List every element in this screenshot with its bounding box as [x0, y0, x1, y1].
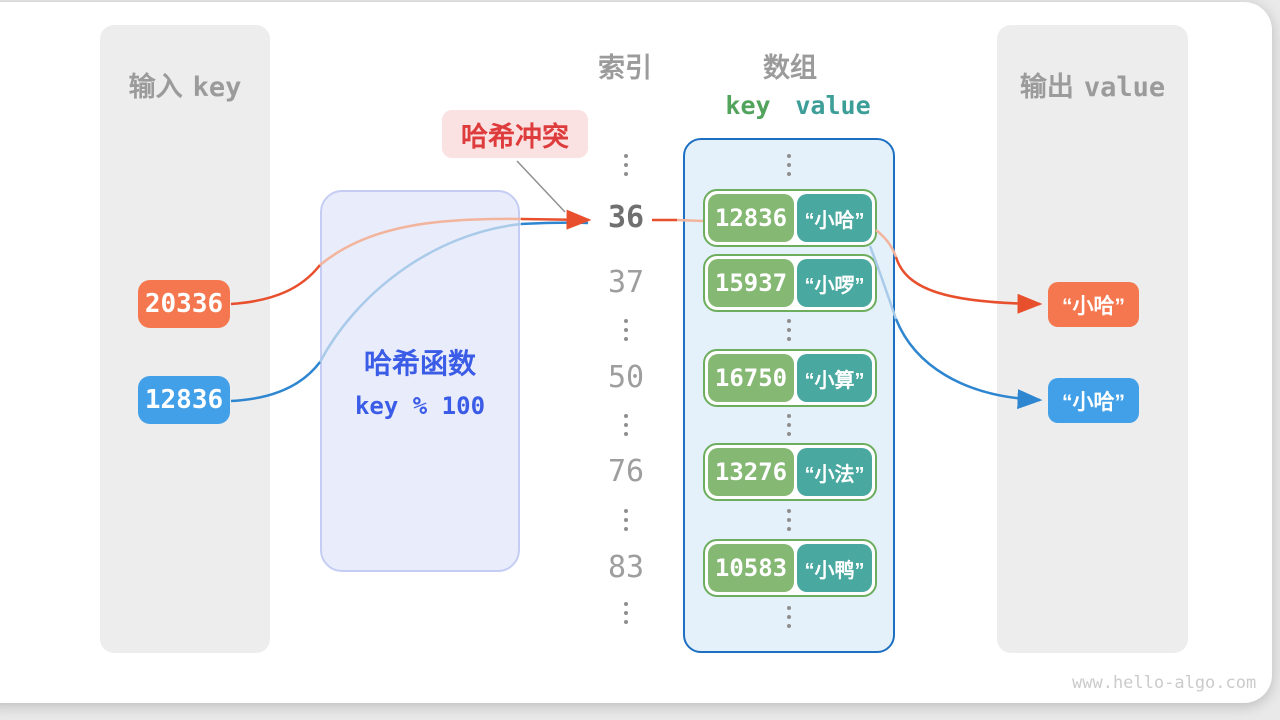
- output-value-panel: 输出 value: [997, 25, 1188, 653]
- pair-value: “小啰”: [797, 259, 872, 307]
- array-value-header: value: [795, 91, 871, 120]
- index-37: 37: [607, 265, 645, 300]
- index-ellipsis: [606, 507, 646, 533]
- array-column-title: 数组: [763, 53, 817, 83]
- array-ellipsis: [769, 317, 809, 343]
- pair-key: 16750: [708, 354, 794, 402]
- array-ellipsis: [769, 604, 809, 630]
- input-panel-title-zh: 输入: [128, 72, 183, 102]
- index-50: 50: [607, 360, 645, 395]
- array-pair-12836: 12836 “小哈”: [703, 189, 877, 247]
- index-36: 36: [607, 200, 645, 235]
- hash-collision-label: 哈希冲突: [442, 110, 588, 158]
- index-column-title: 索引: [598, 53, 652, 83]
- index-ellipsis: [606, 412, 646, 438]
- output-value-orange: “小哈”: [1048, 282, 1139, 327]
- pair-key: 13276: [708, 448, 794, 496]
- index-83: 83: [607, 550, 645, 585]
- output-panel-title-en: value: [1083, 72, 1166, 103]
- array-pair-15937: 15937 “小啰”: [703, 254, 877, 312]
- index-76: 76: [607, 454, 645, 489]
- input-key-12836: 12836: [138, 376, 230, 424]
- array-ellipsis: [769, 152, 809, 178]
- pair-value: “小法”: [797, 448, 872, 496]
- index-ellipsis: [606, 152, 646, 178]
- hash-function-formula: key % 100: [354, 392, 486, 420]
- array-key-header: key: [725, 91, 771, 120]
- output-value-blue: “小哈”: [1048, 378, 1139, 423]
- arrow-orange-hash-to-index: [520, 209, 592, 230]
- output-panel-title: 输出 value: [997, 65, 1188, 104]
- index-ellipsis: [606, 317, 646, 343]
- pair-key: 15937: [708, 259, 794, 307]
- array-ellipsis: [769, 412, 809, 438]
- pair-value: “小鸭”: [797, 544, 872, 592]
- index-ellipsis: [606, 600, 646, 626]
- input-key-20336: 20336: [138, 280, 230, 328]
- input-panel-title: 输入 key: [100, 65, 270, 104]
- pair-value: “小算”: [797, 354, 872, 402]
- watermark-url: www.hello-algo.com: [1072, 673, 1257, 693]
- hash-function-box: 哈希函数 key % 100: [320, 190, 520, 572]
- array-pair-10583: 10583 “小鸭”: [703, 539, 877, 597]
- array-ellipsis: [769, 507, 809, 533]
- hash-function-title: 哈希函数: [363, 348, 476, 379]
- pair-key: 12836: [708, 194, 794, 242]
- array-pair-13276: 13276 “小法”: [703, 443, 877, 501]
- pair-value: “小哈”: [797, 194, 872, 242]
- input-panel-title-en: key: [192, 72, 242, 103]
- collision-pointer-line: [516, 160, 566, 213]
- arrow-blue-hash-to-index: [520, 221, 589, 226]
- input-key-panel: 输入 key: [100, 25, 270, 653]
- array-pair-16750: 16750 “小算”: [703, 349, 877, 407]
- pair-key: 10583: [708, 544, 794, 592]
- output-panel-title-zh: 输出: [1019, 72, 1074, 102]
